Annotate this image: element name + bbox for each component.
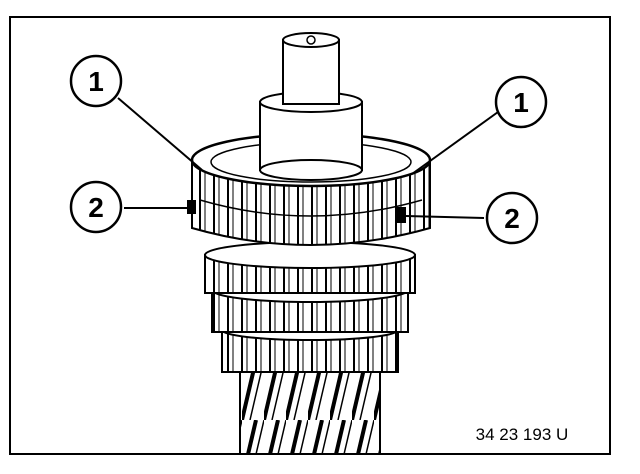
leader-line [405,215,485,219]
synchronizer-piece-left [187,200,196,214]
leader-line [117,97,203,171]
callout-2-left: 2 [69,180,123,234]
callout-2-right: 2 [485,191,539,245]
svg-text:2: 2 [504,203,520,234]
svg-text:1: 1 [513,87,529,118]
leader-line [411,111,499,175]
svg-text:1: 1 [88,66,104,97]
lower-gear-stack [204,241,416,373]
hub-collar [259,91,363,181]
synchronizer-piece-right [396,207,406,223]
figure-code: 34 23 193 U [476,425,569,444]
svg-text:2: 2 [88,192,104,223]
callout-1-left: 1 [69,54,123,108]
shaft-end [282,32,340,105]
helical-shaft [239,369,381,455]
callout-1-right: 1 [494,75,548,129]
